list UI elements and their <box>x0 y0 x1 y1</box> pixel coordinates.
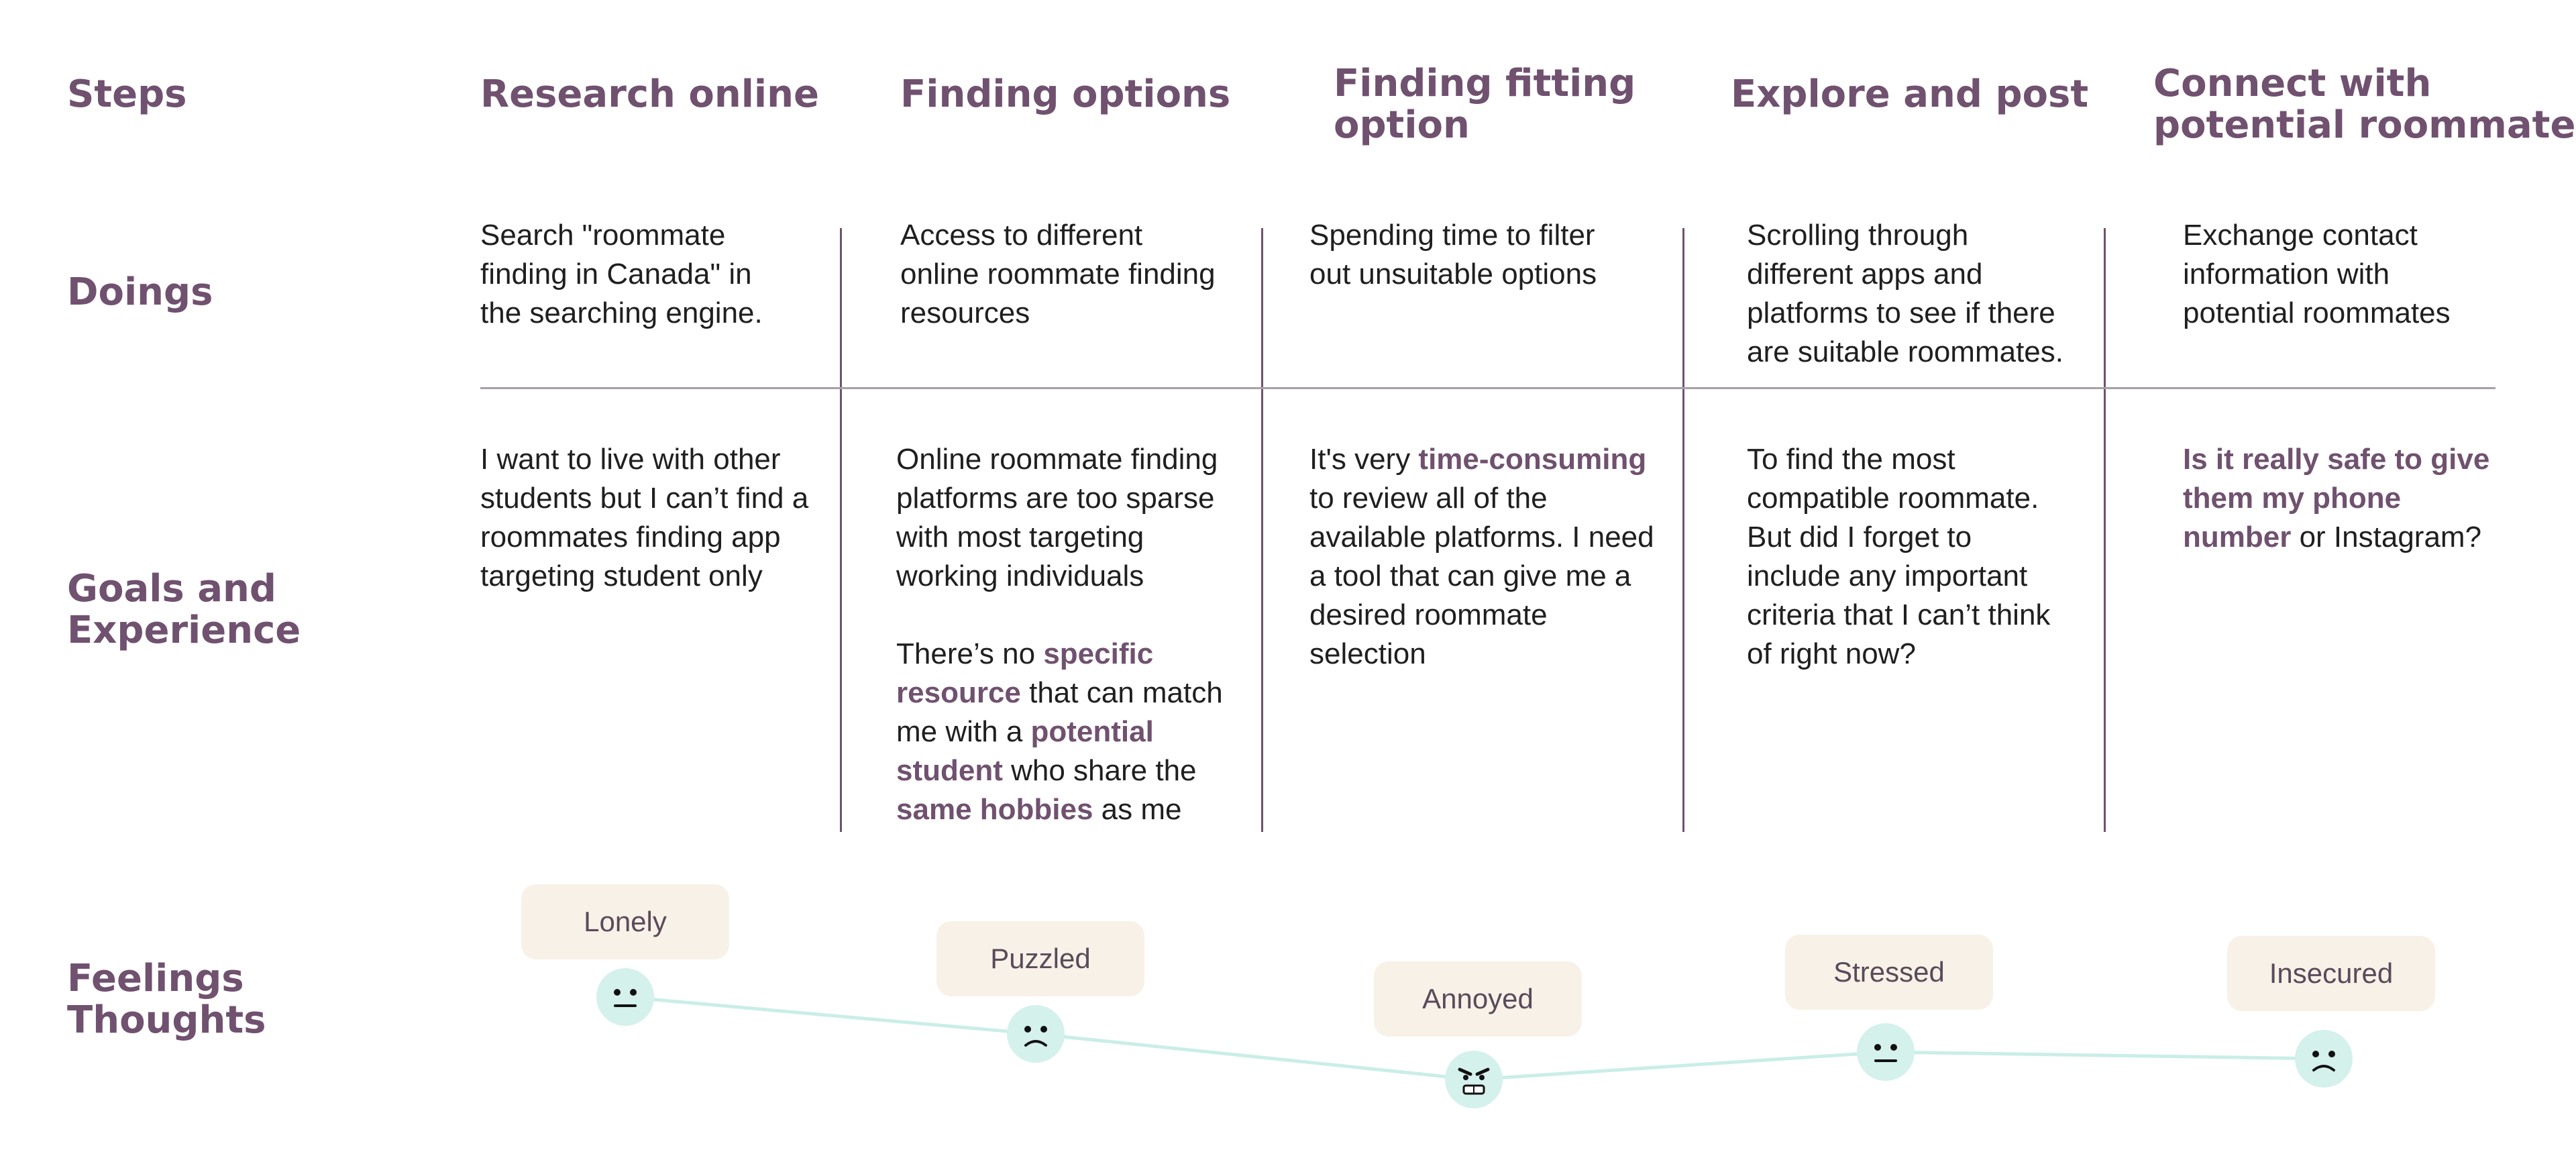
feeling-bubble: Annoyed <box>1374 961 1582 1037</box>
row-divider <box>480 387 2496 389</box>
goal-highlight: Is it really safe to give them my phone … <box>2183 443 2490 554</box>
row-label-goals: Goals and Experience <box>67 567 301 652</box>
step-title-line: Finding fitting <box>1334 62 1636 105</box>
goal-highlight: time-consuming <box>1418 443 1647 476</box>
goal-cell: To find the most compatible roommate. Bu… <box>1747 440 2062 674</box>
doing-cell: Spending time to filter out unsuitable o… <box>1309 219 1597 291</box>
goal-text: Online roommate finding platforms are to… <box>896 443 1218 592</box>
goal-cell: It's very time-consuming to review all o… <box>1309 440 1672 674</box>
column-divider <box>2104 228 2106 832</box>
row-label-steps: Steps <box>67 72 187 116</box>
column-divider <box>1261 228 1263 832</box>
goal-highlight: specific resource <box>896 637 1154 709</box>
angry-face-icon <box>1445 1051 1503 1108</box>
goal-cell: Is it really safe to give them my phone … <box>2183 440 2498 557</box>
feeling-bubble: Stressed <box>1785 935 1993 1010</box>
goal-text: To find the most compatible roommate. Bu… <box>1747 443 2051 670</box>
step-title-line: potential roommate <box>2153 103 2576 147</box>
doing-cell: Exchange contact information with potent… <box>2183 219 2451 329</box>
goal-highlight: same hobbies <box>896 793 1093 826</box>
step-title: Explore and post <box>1731 72 2089 116</box>
step-title: Research online <box>480 72 819 116</box>
frowning-face-icon <box>2295 1030 2353 1088</box>
goal-text: It's very <box>1309 443 1419 476</box>
frowning-face-icon <box>1007 1005 1065 1063</box>
goal-text: There’s no specific resource that can ma… <box>896 637 1223 826</box>
doing-cell: Search "roommate finding in Canada" in t… <box>480 219 763 329</box>
feeling-bubble: Lonely <box>521 884 729 959</box>
feeling-bubble: Insecured <box>2227 936 2435 1011</box>
step-title-line: option <box>1334 103 1470 147</box>
goal-text: I want to live with other students but I… <box>480 443 809 592</box>
step-title-line: Connect with <box>2153 62 2432 105</box>
goal-cell: Online roommate finding platforms are to… <box>896 440 1232 829</box>
goal-cell: I want to live with other students but I… <box>480 440 809 596</box>
column-divider <box>1682 228 1684 832</box>
goal-text: or Instagram? <box>2291 521 2482 554</box>
column-divider <box>840 228 842 832</box>
neutral-face-icon <box>596 968 654 1026</box>
step-title: Finding fitting option <box>1334 63 1635 146</box>
neutral-face-icon <box>1857 1023 1915 1081</box>
doing-cell: Scrolling through different apps and pla… <box>1747 219 2063 368</box>
step-title: Finding options <box>900 72 1231 116</box>
step-title: Connect with potential roommate <box>2153 63 2575 146</box>
feeling-bubble: Puzzled <box>936 921 1144 996</box>
row-label-feelings: Feelings Thoughts <box>67 957 266 1042</box>
goal-highlight: potential student <box>896 715 1154 787</box>
goal-text: to review all of the available platforms… <box>1309 482 1654 670</box>
doing-cell: Access to different online roommate find… <box>900 219 1216 329</box>
row-label-doings: Doings <box>67 270 213 314</box>
